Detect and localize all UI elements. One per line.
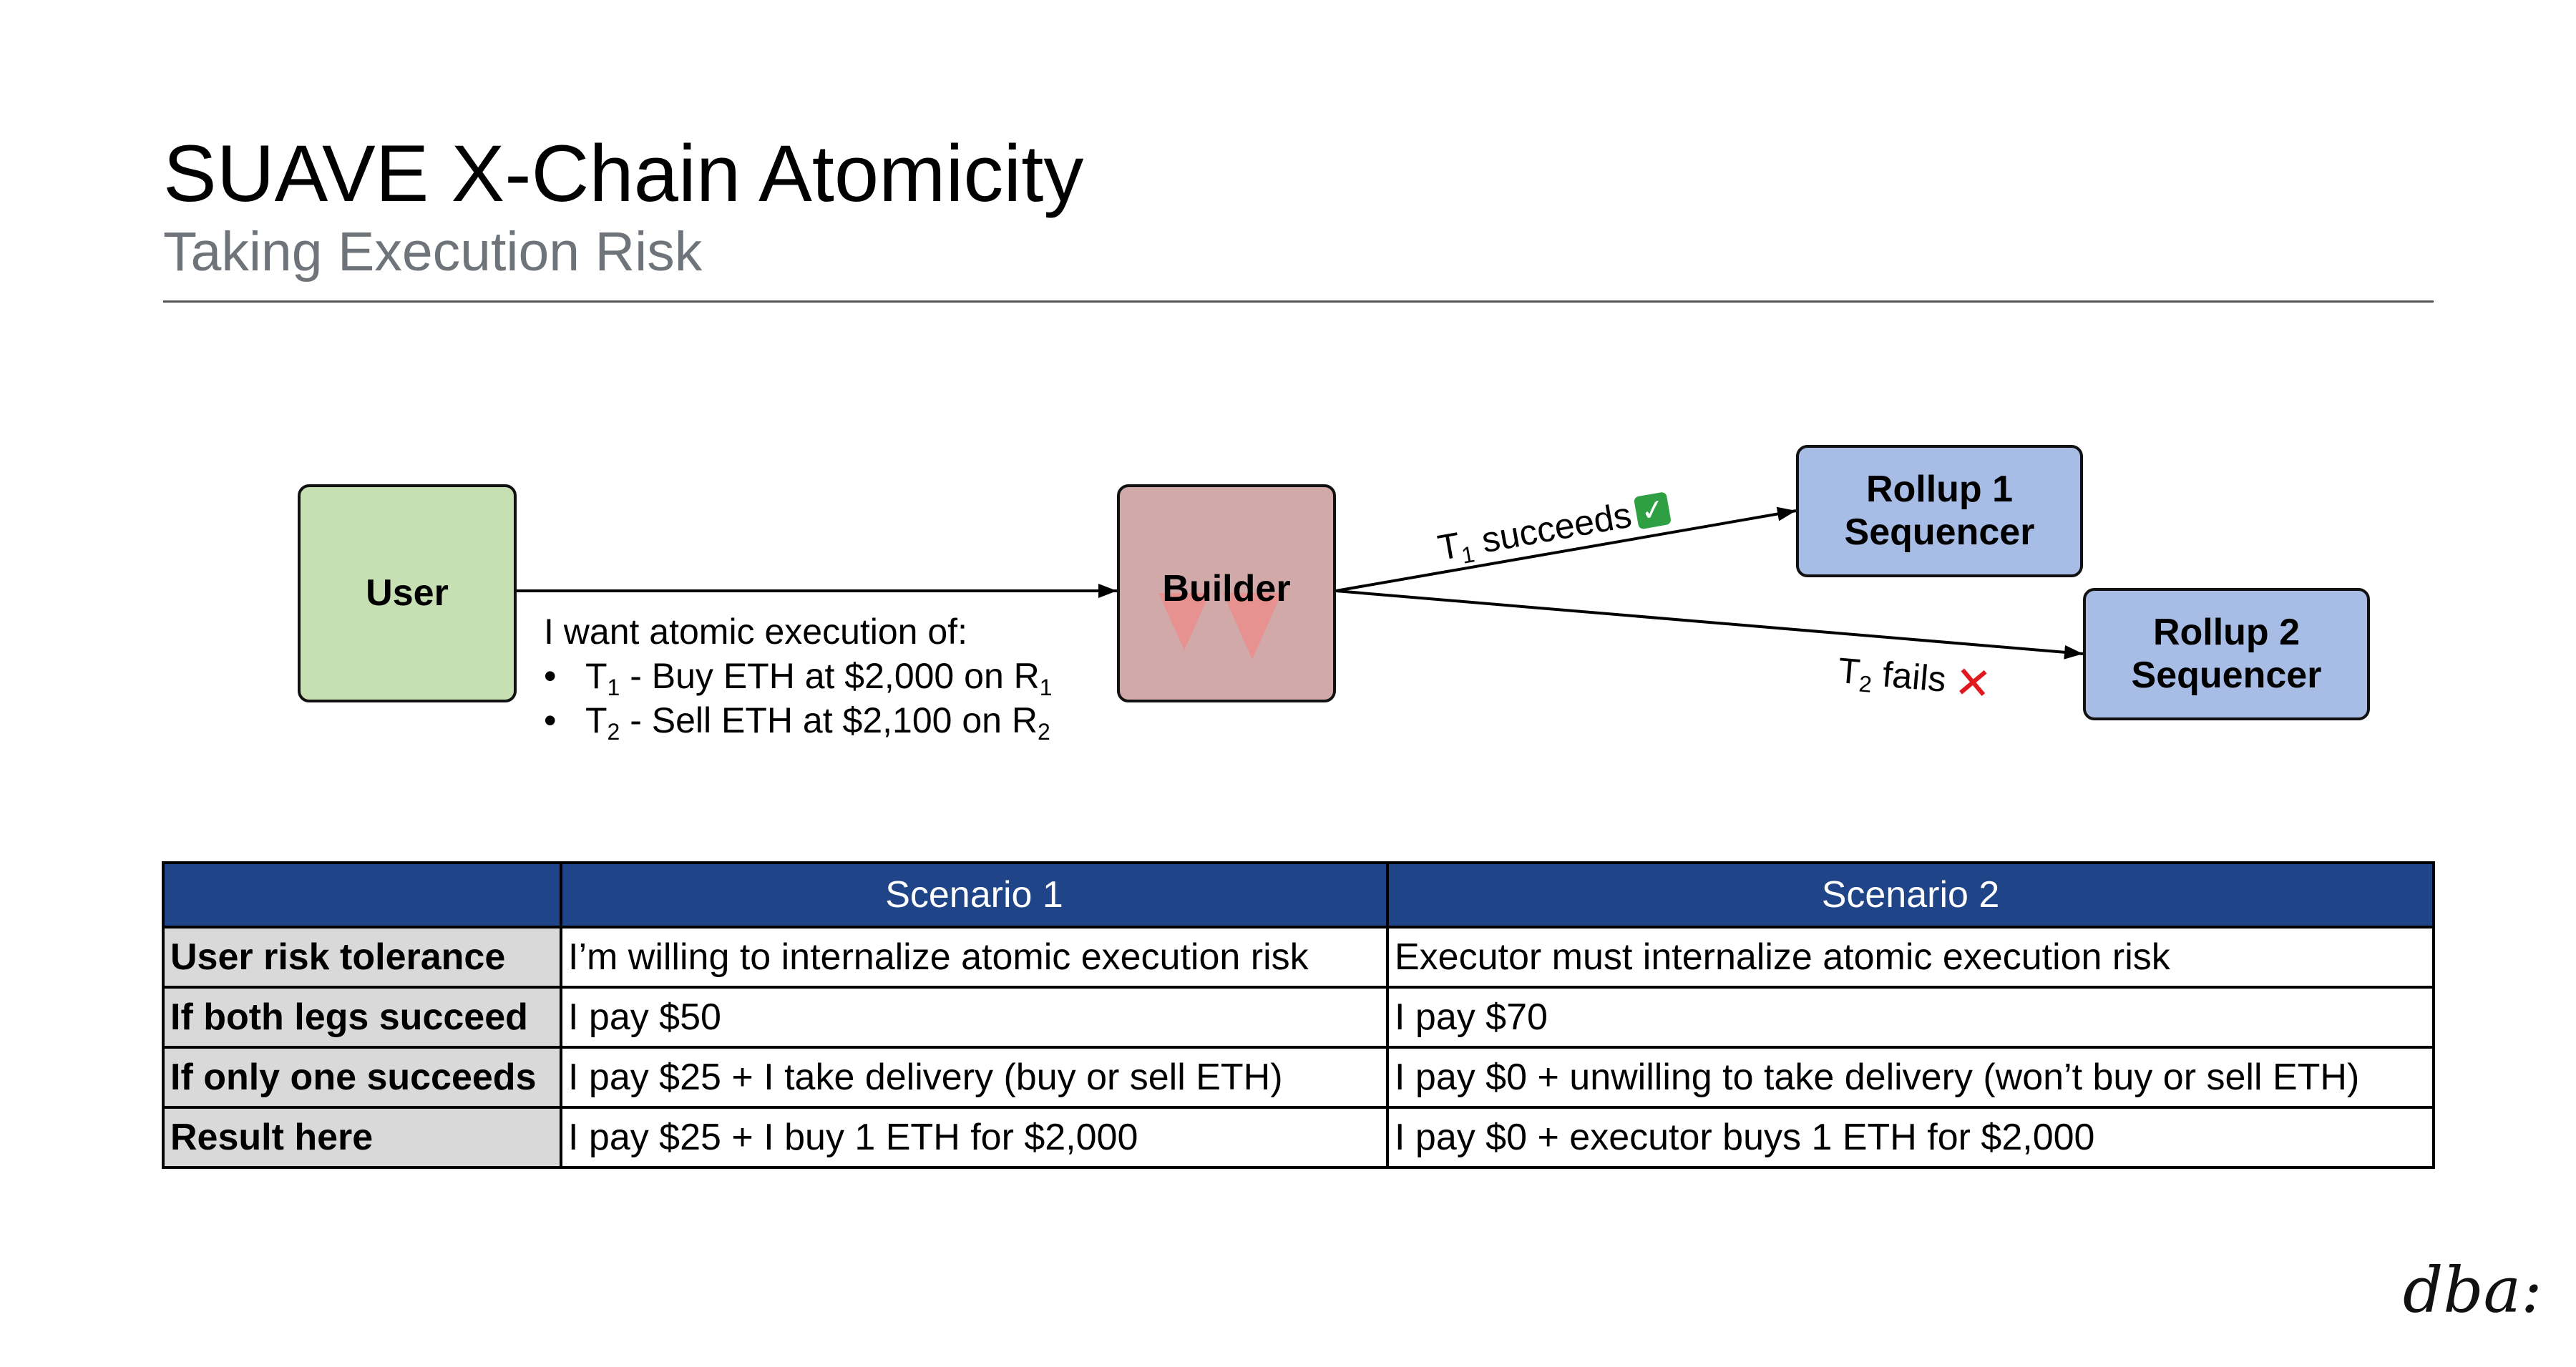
row-label: If both legs succeed: [162, 986, 562, 1049]
cell-scenario-2: Executor must internalize atomic executi…: [1386, 926, 2435, 989]
table-header-row: Scenario 1 Scenario 2: [162, 861, 2435, 929]
scenario-table: Scenario 1 Scenario 2 User risk toleranc…: [162, 861, 2435, 1169]
check-icon: ✓: [1634, 491, 1672, 530]
cell-scenario-1: I pay $25 + I take delivery (buy or sell…: [560, 1046, 1389, 1109]
bullet: •: [544, 700, 557, 740]
cell-scenario-2: I pay $0 + unwilling to take delivery (w…: [1386, 1046, 2435, 1109]
row-label: Result here: [162, 1106, 562, 1169]
builder-node: Builder: [1117, 484, 1336, 702]
atomic-intent-note: I want atomic execution of: •T1 - Buy ET…: [544, 609, 1053, 743]
dba-logo: dba:: [2403, 1253, 2542, 1327]
table-row: If only one succeeds I pay $25 + I take …: [162, 1046, 2435, 1109]
edge-builder-to-rollup1: [1335, 506, 1797, 592]
rollup2-sequencer-node: Rollup 2 Sequencer: [2083, 588, 2370, 720]
table-row: User risk tolerance I’m willing to inter…: [162, 926, 2435, 989]
edge-builder-to-rollup2: [1335, 589, 2084, 660]
cell-scenario-2: I pay $0 + executor buys 1 ETH for $2,00…: [1386, 1106, 2435, 1169]
row-label: User risk tolerance: [162, 926, 562, 989]
edge-t2-text: fails: [1870, 653, 1948, 700]
user-label: User: [366, 572, 449, 614]
table-header-scenario-2: Scenario 2: [1386, 861, 2435, 929]
user-node: User: [298, 484, 517, 702]
edge-t2-t: T: [1836, 650, 1862, 692]
intent-item-t: T: [585, 700, 608, 740]
table-row: Result here I pay $25 + I buy 1 ETH for …: [162, 1106, 2435, 1169]
row-label: If only one succeeds: [162, 1046, 562, 1109]
page-title: SUAVE X-Chain Atomicity: [163, 129, 1084, 218]
table-row: If both legs succeed I pay $50 I pay $70: [162, 986, 2435, 1049]
rollup2-label-line2: Sequencer: [2131, 654, 2322, 696]
edge-t2-sub: 2: [1858, 670, 1873, 697]
builder-triangles-icon: [1158, 593, 1282, 660]
table-header-corner: [162, 861, 562, 929]
cell-scenario-1: I’m willing to internalize atomic execut…: [560, 926, 1389, 989]
intent-item-text: - Sell ETH at $2,100 on R: [620, 700, 1038, 740]
rollup1-sequencer-node: Rollup 1 Sequencer: [1796, 445, 2083, 577]
cell-scenario-1: I pay $50: [560, 986, 1389, 1049]
intent-heading: I want atomic execution of:: [544, 612, 967, 652]
cell-scenario-1: I pay $25 + I buy 1 ETH for $2,000: [560, 1106, 1389, 1169]
intent-item-t: T: [585, 656, 608, 696]
intent-item-t1: •T1 - Buy ETH at $2,000 on R1: [544, 654, 1053, 700]
intent-item-text: - Buy ETH at $2,000 on R: [620, 656, 1040, 696]
bullet: •: [544, 656, 557, 696]
page-subtitle: Taking Execution Risk: [163, 221, 703, 283]
rollup1-label-line1: Rollup 1: [1865, 468, 2014, 510]
title-divider: [163, 300, 2434, 303]
cross-icon: ✕: [1952, 657, 1994, 710]
rollup2-label-line1: Rollup 2: [2152, 611, 2301, 653]
cell-scenario-2: I pay $70: [1386, 986, 2435, 1049]
builder-label: Builder: [1162, 567, 1291, 609]
rollup1-label-line2: Sequencer: [1844, 511, 2035, 553]
intent-item-r-sub: 2: [1037, 719, 1050, 745]
intent-item-t2: •T2 - Sell ETH at $2,100 on R2: [544, 698, 1053, 743]
intent-item-t-sub: 1: [607, 675, 620, 700]
intent-item-t-sub: 2: [607, 719, 620, 745]
intent-item-r-sub: 1: [1039, 675, 1053, 700]
table-header-scenario-1: Scenario 1: [560, 861, 1389, 929]
